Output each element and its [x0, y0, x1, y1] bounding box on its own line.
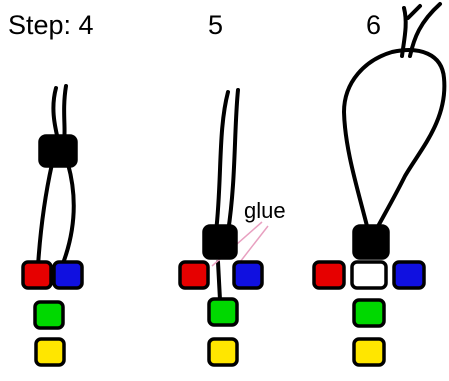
step-6-white-bead: [350, 260, 388, 290]
step-6-blue-bead: [392, 260, 426, 290]
step-6-yellow-bead: [352, 337, 386, 367]
step-6-loop-tail: [400, 6, 408, 58]
step-5-cord-down: [216, 260, 222, 302]
step-4-label: Step: 4: [8, 10, 94, 40]
step-6-loop-cord: [342, 48, 447, 232]
step-5-cord-left: [214, 90, 230, 234]
step-4-green-bead: [33, 300, 65, 330]
step-5-glue-pointer-right: [239, 225, 269, 263]
step-6-green-bead: [352, 298, 386, 328]
step-5-cord-right: [226, 88, 240, 234]
step-4-figure: [21, 84, 84, 367]
step-4-blue-bead: [52, 260, 84, 290]
step-6-figure: [312, 2, 447, 367]
step-6-black-bead: [352, 224, 390, 260]
step-5-yellow-bead: [207, 337, 239, 367]
glue-label: glue: [244, 198, 286, 223]
step-4-yellow-bead: [34, 337, 66, 367]
step-4-cord-right-top: [62, 84, 68, 142]
step-6-label: 6: [366, 10, 381, 40]
step-4-black-bead: [38, 134, 78, 168]
step-5-green-bead: [207, 297, 239, 327]
step-4-cord-right-bottom: [60, 162, 76, 268]
step-6-red-bead: [312, 260, 346, 290]
step-5-black-bead: [202, 224, 238, 260]
step-6-loop-tail-3: [406, 4, 422, 20]
step-5-red-bead: [178, 260, 210, 290]
step-4-red-bead: [21, 260, 53, 290]
step-5-label: 5: [208, 10, 223, 40]
step-6-loop-tail-2: [408, 2, 442, 58]
step-5-figure: glue: [178, 88, 286, 367]
step-4-cord-left-bottom: [36, 162, 54, 268]
step-4-cord-left-top: [51, 86, 60, 142]
step-5-blue-bead: [232, 260, 264, 290]
